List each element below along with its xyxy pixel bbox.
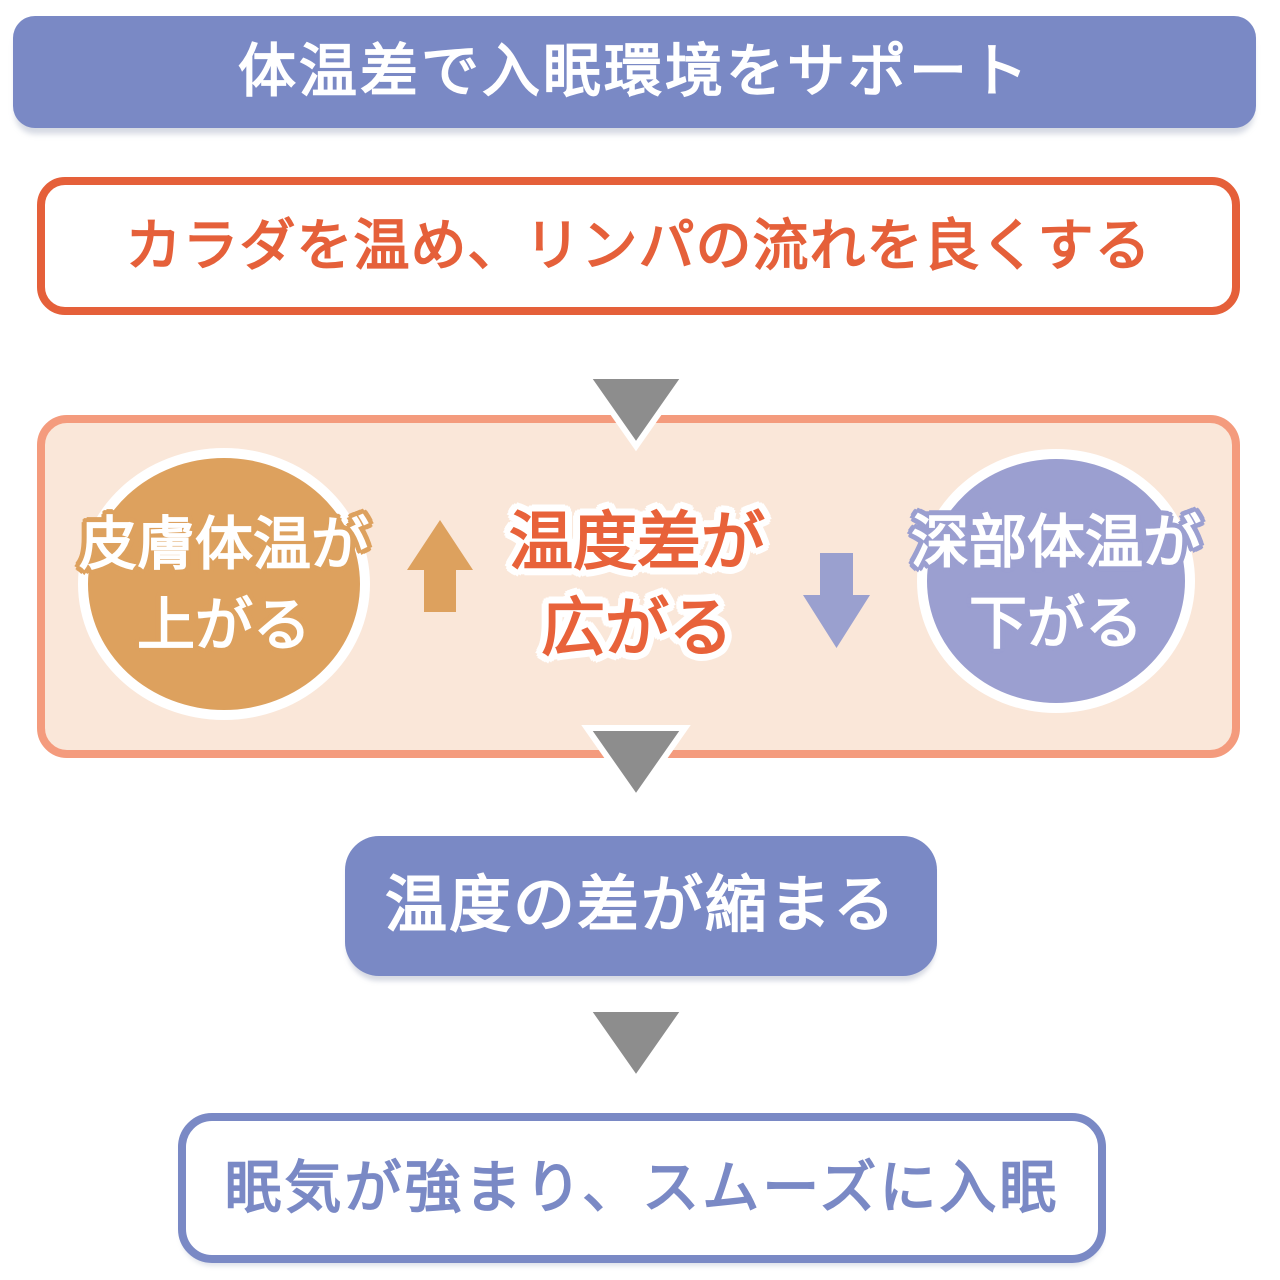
temp-gap-label: 温度差が 広がる xyxy=(437,510,837,660)
core-temp-circle xyxy=(917,449,1195,713)
flow-down-triangle-icon xyxy=(581,722,691,804)
temp-gap-line2: 広がる xyxy=(541,592,733,664)
flow-down-triangle-icon xyxy=(581,1003,691,1085)
skin-temp-circle xyxy=(78,448,370,720)
narrowing-step-box: 温度の差が縮まる xyxy=(345,836,937,976)
flow-down-triangle-icon xyxy=(581,370,691,452)
core-temp-line2: 下がる xyxy=(968,591,1143,656)
skin-temp-label: 皮膚体温が 上がる xyxy=(24,516,424,655)
sleep-onset-box: 眠気が強まり、スムーズに入眠 xyxy=(178,1113,1106,1263)
skin-temp-line1: 皮膚体温が xyxy=(78,512,369,577)
core-temp-line1: 深部体温が xyxy=(910,510,1201,575)
core-temp-label: 深部体温が 下がる xyxy=(856,514,1256,653)
warming-step-box: カラダを温め、リンパの流れを良くする xyxy=(37,177,1240,315)
header-banner: 体温差で入眠環境をサポート xyxy=(13,16,1256,128)
warming-step-text: カラダを温め、リンパの流れを良くする xyxy=(125,214,1152,277)
sleep-onset-text: 眠気が強まり、スムーズに入眠 xyxy=(224,1155,1060,1220)
header-title: 体温差で入眠環境をサポート xyxy=(237,39,1031,104)
temp-up-arrow-icon xyxy=(407,520,473,617)
skin-temp-line2: 上がる xyxy=(136,593,311,658)
temp-gap-line1: 温度差が xyxy=(509,506,765,578)
temp-down-arrow-icon xyxy=(803,553,870,653)
narrowing-step-text: 温度の差が縮まる xyxy=(384,871,897,940)
